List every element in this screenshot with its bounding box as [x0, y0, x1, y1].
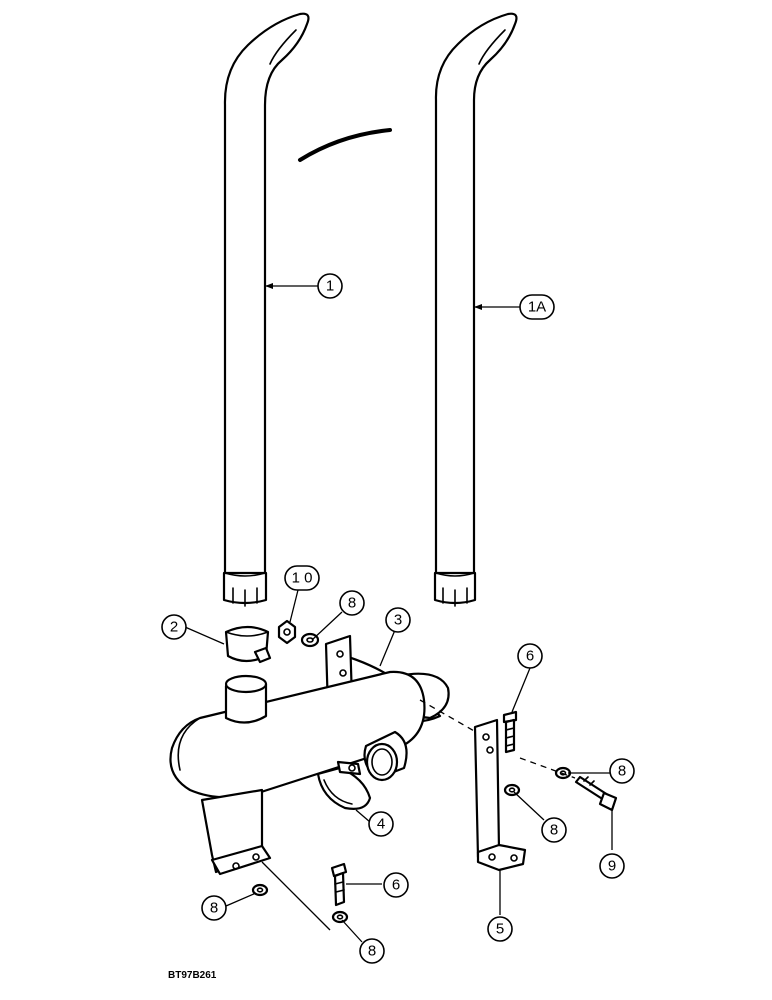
nut-part	[277, 619, 297, 645]
callout-3: 3	[385, 607, 411, 633]
svg-text:8: 8	[618, 763, 626, 780]
svg-text:4: 4	[377, 816, 385, 833]
svg-text:1 0: 1 0	[292, 570, 313, 587]
washer-part-bracket	[503, 783, 521, 797]
callout-4: 4	[368, 811, 394, 837]
bolt-part-upper	[502, 710, 518, 754]
bolt-part-lower	[330, 862, 348, 907]
leader-lines	[184, 283, 613, 943]
callout-2: 2	[161, 614, 187, 640]
callout-6-upper: 6	[517, 643, 543, 669]
svg-text:3: 3	[394, 612, 402, 629]
clamp-part	[224, 625, 272, 664]
exhaust-pipe-right	[433, 12, 518, 607]
callout-8-lower: 8	[359, 938, 385, 964]
support-bracket-part	[473, 718, 527, 872]
svg-text:8: 8	[550, 822, 558, 839]
washer-part-leg	[251, 883, 269, 897]
callout-8-top: 8	[339, 590, 365, 616]
svg-text:6: 6	[526, 648, 534, 665]
callout-6-lower: 6	[383, 872, 409, 898]
svg-text:8: 8	[368, 943, 376, 960]
callout-5: 5	[487, 916, 513, 942]
callout-8-right: 8	[609, 758, 635, 784]
callout-1: 1	[317, 273, 343, 299]
assembly-line-leg	[261, 861, 331, 931]
callout-8-bracket: 8	[541, 817, 567, 843]
svg-text:1A: 1A	[528, 299, 546, 316]
svg-text:2: 2	[170, 619, 178, 636]
svg-text:1: 1	[326, 278, 334, 295]
muffler-part	[169, 634, 450, 876]
callout-9: 9	[599, 853, 625, 879]
svg-text:6: 6	[392, 877, 400, 894]
callout-1a: 1A	[519, 294, 555, 320]
band-clamp-part	[316, 760, 372, 810]
callout-8-leg: 8	[201, 895, 227, 921]
svg-text:8: 8	[210, 900, 218, 917]
bolt-part-side	[574, 775, 618, 812]
washer-part-top	[300, 632, 320, 648]
svg-text:5: 5	[496, 921, 504, 938]
assembly-line-bolt	[519, 757, 576, 779]
callout-10: 1 0	[284, 565, 320, 591]
svg-text:9: 9	[608, 858, 616, 875]
washer-part-lower	[331, 910, 349, 924]
exhaust-pipe-left	[222, 12, 310, 607]
svg-text:8: 8	[348, 595, 356, 612]
reference-code: BT97B261	[168, 970, 217, 981]
arc-mark	[298, 128, 392, 162]
